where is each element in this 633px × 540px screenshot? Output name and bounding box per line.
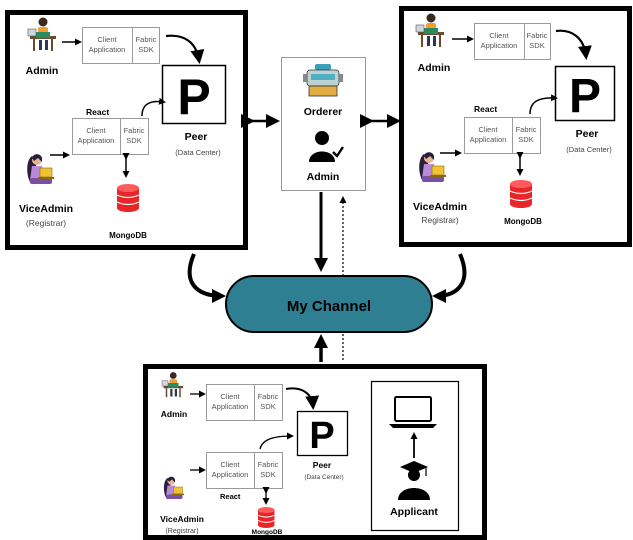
vice-admin-label: ViceAdmin [160,514,204,524]
client-application-box [206,384,255,421]
my-channel: My Channel [225,275,433,333]
fabric-sdk-box [120,118,149,155]
sdk-text: SDK [138,45,153,54]
data-center-label: (Data Center) [175,148,221,157]
mongodb-label: MongoDB [109,231,147,240]
admin-label: Admin [418,62,451,74]
peer-label: Peer [185,131,208,143]
application-text: Application [78,136,115,145]
react-label: React [220,492,241,501]
org-top-left: Admin Client Application Fabric SDK P Pe… [5,10,248,250]
fabric-sdk-box [254,384,283,421]
fabric-sdk-box [254,452,283,489]
database-icon [257,506,275,529]
sdk-text: SDK [260,470,275,479]
orderer-robot-icon [303,64,343,97]
client-application-box [464,117,513,154]
client-text: Client [489,31,509,40]
client-text: Client [97,35,117,44]
data-center-label: (Data Center) [566,145,612,154]
registrar-label: Registrar) [421,215,458,225]
laptop-icon [389,396,437,428]
application-text: Application [470,135,507,144]
org-channel-link [187,253,226,303]
data-center-label: (Data Center) [304,474,343,481]
fabric-sdk-box [512,117,541,154]
peer-logo-icon: P [177,69,210,125]
applicant-label: Applicant [390,506,438,518]
registrar-label: (Registrar) [26,218,66,228]
orderer-admin-label: Admin [307,171,340,183]
react-label: React [474,104,497,114]
application-text: Application [212,402,249,411]
client-text: Client [478,125,498,134]
client-text: Client [220,392,240,401]
client-application-box [206,452,255,489]
sdk-text: SDK [260,402,275,411]
mongodb-label: MongoDB [504,217,542,226]
database-icon [116,183,140,213]
org-bottom: Admin Client Application Fabric SDK P Pe… [143,364,487,540]
orderer-label: Orderer [304,106,343,118]
channel-label: My Channel [287,298,371,315]
peer-box [296,410,349,457]
application-text: Application [89,45,126,54]
orderer-node: Orderer Admin [281,57,366,191]
sdk-text: SDK [126,136,141,145]
peer-box [161,64,227,125]
mongodb-label: MongoDB [252,529,283,536]
vice-admin-label: ViceAdmin [19,203,73,215]
org-channel-link [432,253,467,303]
channel-pill [225,275,433,333]
client-application-box [82,27,133,64]
admin-label: Admin [26,65,59,77]
fabric-text: Fabric [136,35,157,44]
client-text: Client [220,460,240,469]
database-icon [509,179,533,209]
peer-box [554,65,616,122]
fabric-text: Fabric [124,126,145,135]
admin-label: Admin [161,409,187,419]
sdk-text: SDK [529,41,544,50]
react-label: React [86,107,109,117]
org-top-right: Admin Client Application Fabric SDK P Pe… [399,6,632,247]
application-text: Application [212,470,249,479]
fabric-sdk-box [132,27,160,64]
fabric-text: Fabric [258,392,279,401]
fabric-text: Fabric [258,460,279,469]
vice-admin-label: ViceAdmin [413,201,467,213]
sdk-text: SDK [518,135,533,144]
registrar-label: (Registrar) [165,528,198,535]
peer-logo-icon: P [569,70,601,123]
fabric-text: Fabric [527,31,548,40]
peer-label: Peer [313,460,332,470]
graduate-icon [398,461,430,500]
client-text: Client [86,126,106,135]
application-text: Application [481,41,518,50]
fabric-text: Fabric [516,125,537,134]
peer-label: Peer [576,128,599,140]
fabric-sdk-box [524,23,551,60]
peer-logo-icon: P [309,415,334,457]
